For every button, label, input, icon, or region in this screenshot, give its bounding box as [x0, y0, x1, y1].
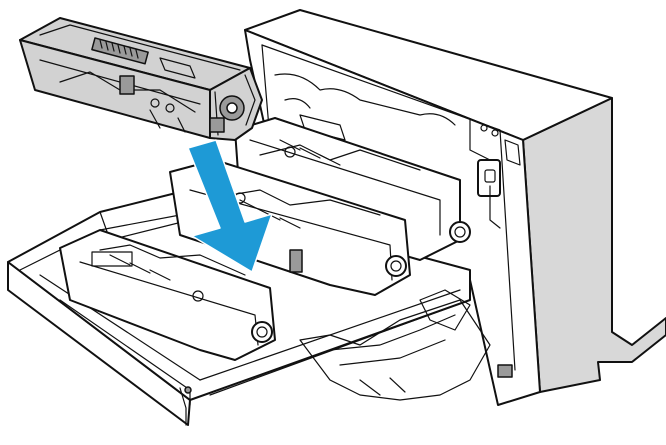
printer-side-panel [522, 97, 666, 393]
door-latch [477, 159, 501, 197]
down-arrow-icon [187, 139, 273, 273]
installed-cartridge-front [59, 229, 276, 361]
drawer-handle [179, 387, 187, 426]
toner-cartridge-icon [19, 17, 263, 141]
